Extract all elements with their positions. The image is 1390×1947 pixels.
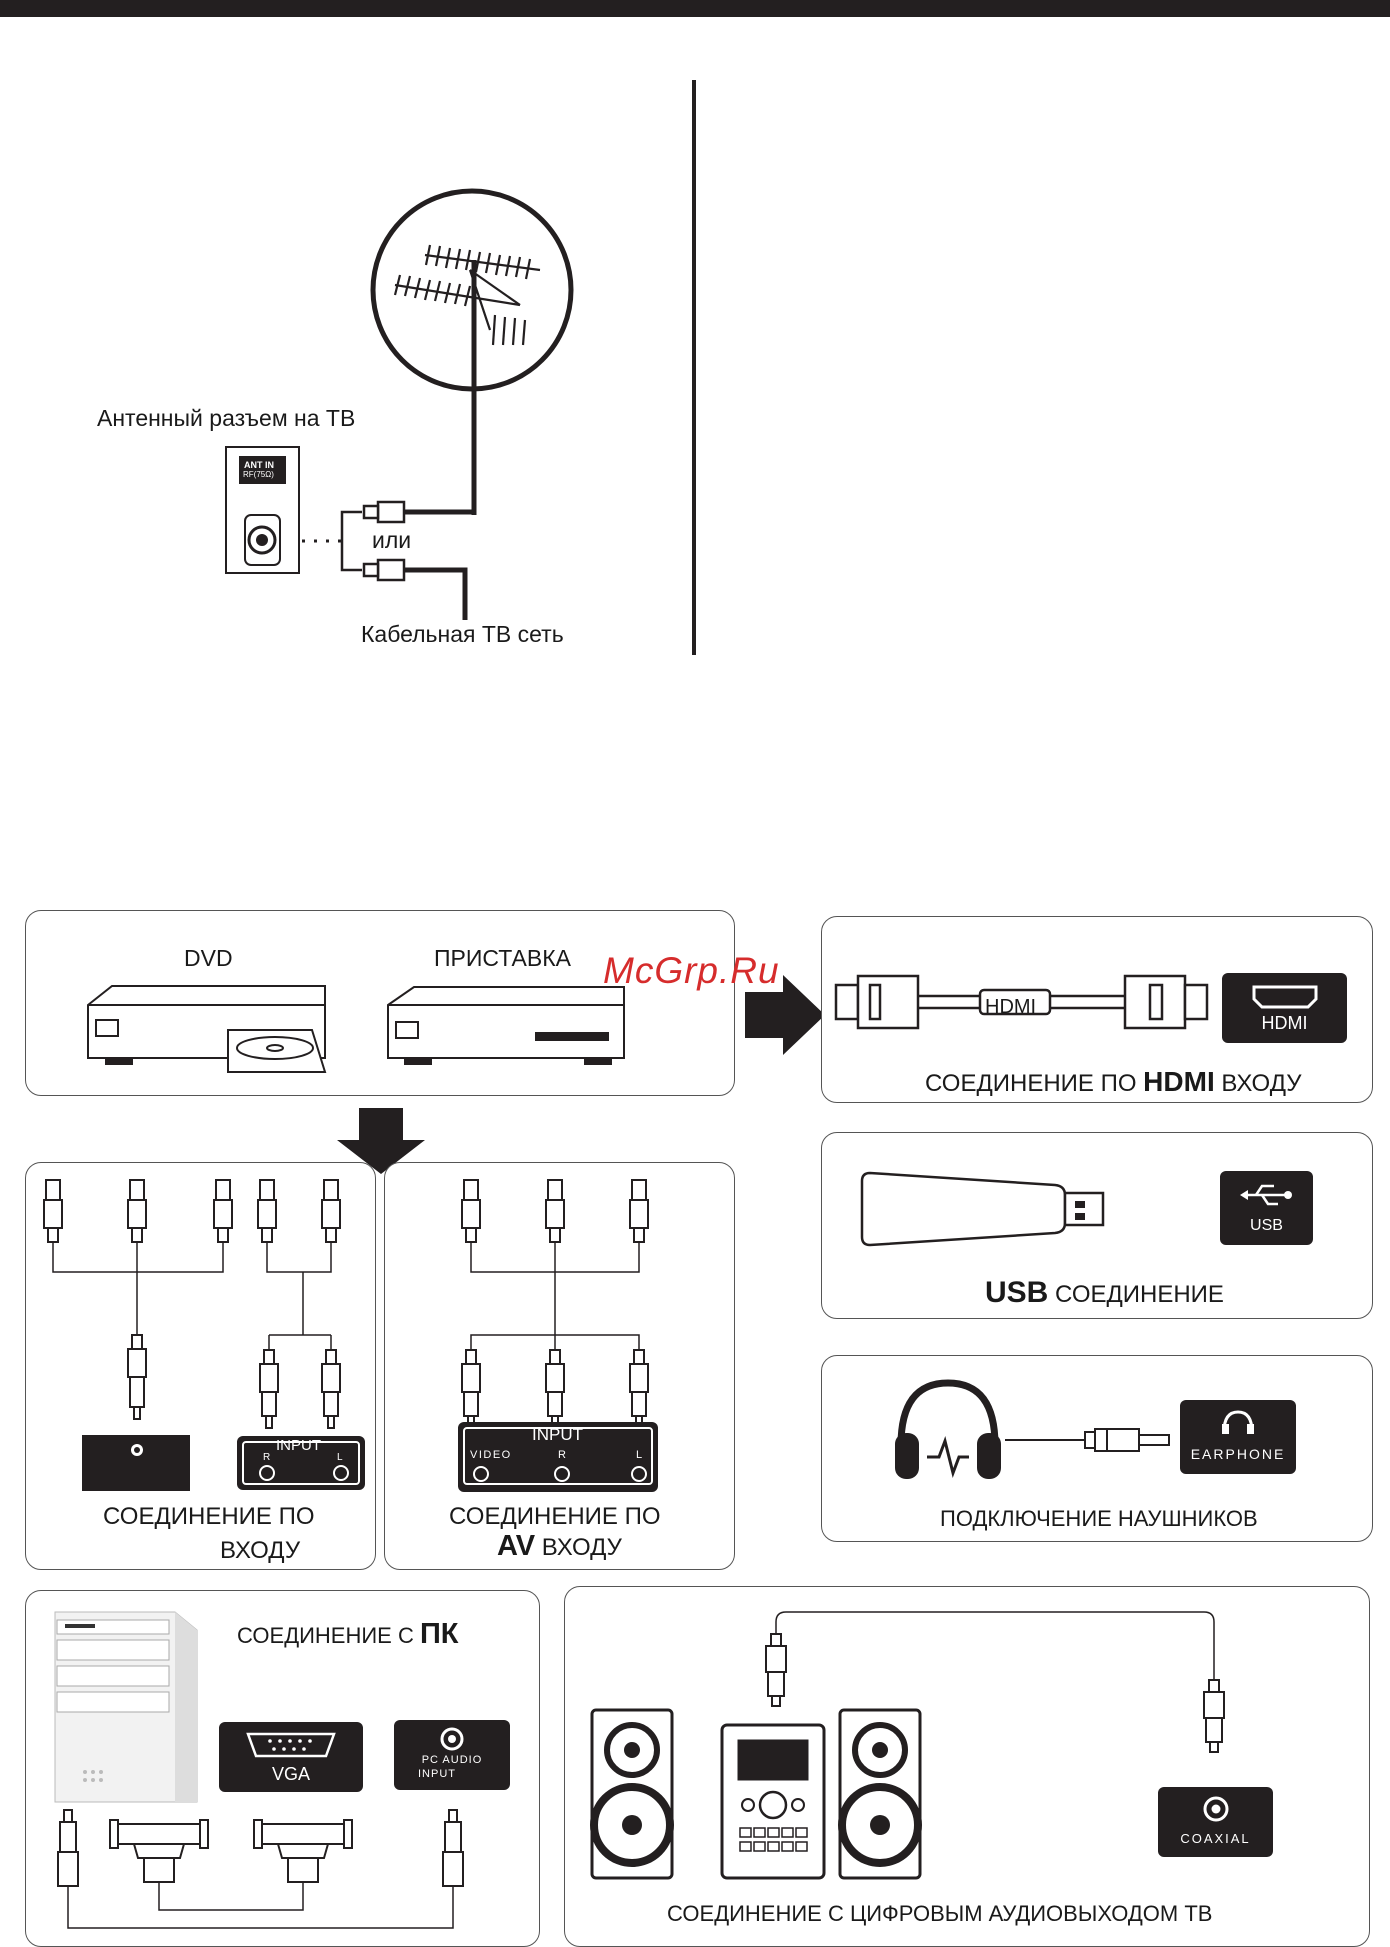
cable-tv-label: Кабельная ТВ сеть	[361, 621, 564, 647]
av-caption-1: СОЕДИНЕНИЕ ПО	[449, 1503, 661, 1530]
stb-label: ПРИСТАВКА	[434, 945, 571, 971]
dvd-player-icon	[87, 985, 327, 1073]
pc-caption: СОЕДИНЕНИЕ С ПК	[237, 1618, 459, 1650]
plug-icon	[127, 1179, 147, 1243]
hdmi-port-icon	[1252, 985, 1318, 1009]
antenna-diagram	[225, 188, 574, 620]
cable-plug	[362, 558, 406, 582]
earphone-symbol-icon	[1222, 1410, 1254, 1434]
component-caption-2: ВХОДУ	[220, 1537, 301, 1564]
left-speaker-icon	[590, 1708, 674, 1880]
coaxial-caption: СОЕДИНЕНИЕ С ЦИФРОВЫМ АУДИОВЫХОДОМ ТВ	[667, 1901, 1213, 1926]
vga-port: VGA	[219, 1722, 363, 1792]
audio-plug-icon	[442, 1809, 464, 1887]
component-l-label: L	[337, 1452, 343, 1463]
plug-icon	[259, 1349, 279, 1429]
headphones-icon	[895, 1379, 1001, 1479]
coaxial-panel	[564, 1586, 1370, 1947]
header-bar	[0, 0, 1390, 17]
antenna-icon	[393, 244, 541, 346]
coaxial-cable-diagram	[590, 1611, 1225, 1880]
column-divider	[692, 80, 696, 655]
vga-port-icon	[246, 1732, 336, 1758]
pc-audio-port: PC AUDIO INPUT	[394, 1720, 510, 1790]
av-input-label: INPUT	[532, 1425, 583, 1444]
component-caption-1: СОЕДИНЕНИЕ ПО	[103, 1503, 315, 1530]
usb-port-label: USB	[1250, 1217, 1283, 1234]
pc-cable-diagram	[57, 1809, 464, 1929]
ant-in-sub: RF(75Ω)	[243, 470, 274, 479]
usb-caption: USB СОЕДИНЕНИЕ	[985, 1276, 1224, 1309]
pc-audio-label-2: INPUT	[418, 1768, 456, 1780]
av-cable-diagram	[458, 1179, 658, 1492]
component-panel	[25, 1162, 376, 1570]
hdmi-port: HDMI	[1222, 973, 1347, 1043]
pc-audio-label-1: PC AUDIO	[421, 1754, 483, 1766]
component-input-label: INPUT	[276, 1437, 321, 1454]
plug-icon	[461, 1349, 481, 1429]
plug-icon	[321, 1179, 341, 1243]
audio-jack-icon	[440, 1727, 464, 1751]
plug-icon	[213, 1179, 233, 1243]
plug-icon	[629, 1179, 649, 1243]
arrow-right-icon	[745, 975, 825, 1055]
coax-plug-icon	[765, 1633, 787, 1707]
av-caption-2: AV ВХОДУ	[497, 1530, 622, 1562]
component-r-label: R	[263, 1452, 271, 1463]
av-video-label: VIDEO	[470, 1449, 512, 1461]
headphones-caption: ПОДКЛЮЧЕНИЕ НАУШНИКОВ	[940, 1506, 1258, 1531]
hifi-unit-icon	[720, 1723, 826, 1880]
pc-tower-icon	[54, 1611, 198, 1803]
usb-symbol-icon	[1240, 1184, 1292, 1206]
earphone-port: EARPHONE	[1180, 1400, 1296, 1474]
plug-icon	[461, 1179, 481, 1243]
watermark: McGrp.Ru	[603, 950, 780, 991]
vga-port-label: VGA	[271, 1764, 310, 1784]
component-cable-diagram	[43, 1179, 365, 1491]
hdmi-cable-label: HDMI	[985, 996, 1037, 1018]
hdmi-caption: СОЕДИНЕНИЕ ПО HDMI ВХОДУ	[925, 1066, 1302, 1097]
coaxial-jack-icon	[1203, 1796, 1229, 1822]
right-speaker-icon	[838, 1708, 922, 1880]
plug-icon	[321, 1349, 341, 1429]
plug-icon	[545, 1179, 565, 1243]
vga-plug-icon	[253, 1819, 353, 1883]
plug-icon	[127, 1334, 147, 1420]
usb-port: USB	[1220, 1171, 1313, 1245]
coaxial-port: COAXIAL	[1158, 1787, 1273, 1857]
headphone-cable-icon	[1005, 1428, 1170, 1452]
coax-plug-icon	[1203, 1679, 1225, 1753]
dvd-label: DVD	[184, 945, 233, 971]
audio-plug-icon	[57, 1809, 79, 1887]
coaxial-port-label: COAXIAL	[1180, 1831, 1251, 1846]
vga-plug-icon	[109, 1819, 209, 1883]
hdmi-port-label: HDMI	[1261, 1013, 1308, 1033]
av-r-label: R	[558, 1449, 566, 1461]
plug-icon	[43, 1179, 63, 1243]
arrow-down-icon	[337, 1108, 425, 1174]
sources-illustration	[87, 985, 625, 1073]
tv-socket-label: Антенный разъем на ТВ	[97, 405, 356, 431]
hdmi-cable-icon	[834, 974, 1209, 1030]
set-top-box-icon	[387, 986, 625, 1065]
plug-icon	[545, 1349, 565, 1429]
plug-icon	[257, 1179, 277, 1243]
plug-icon	[629, 1349, 649, 1429]
usb-stick-icon	[860, 1171, 1105, 1247]
or-label: или	[372, 527, 412, 553]
antenna-plug	[362, 500, 406, 524]
av-l-label: L	[636, 1449, 643, 1461]
ant-in-label: ANT IN	[244, 460, 274, 470]
earphone-port-label: EARPHONE	[1190, 1446, 1286, 1462]
